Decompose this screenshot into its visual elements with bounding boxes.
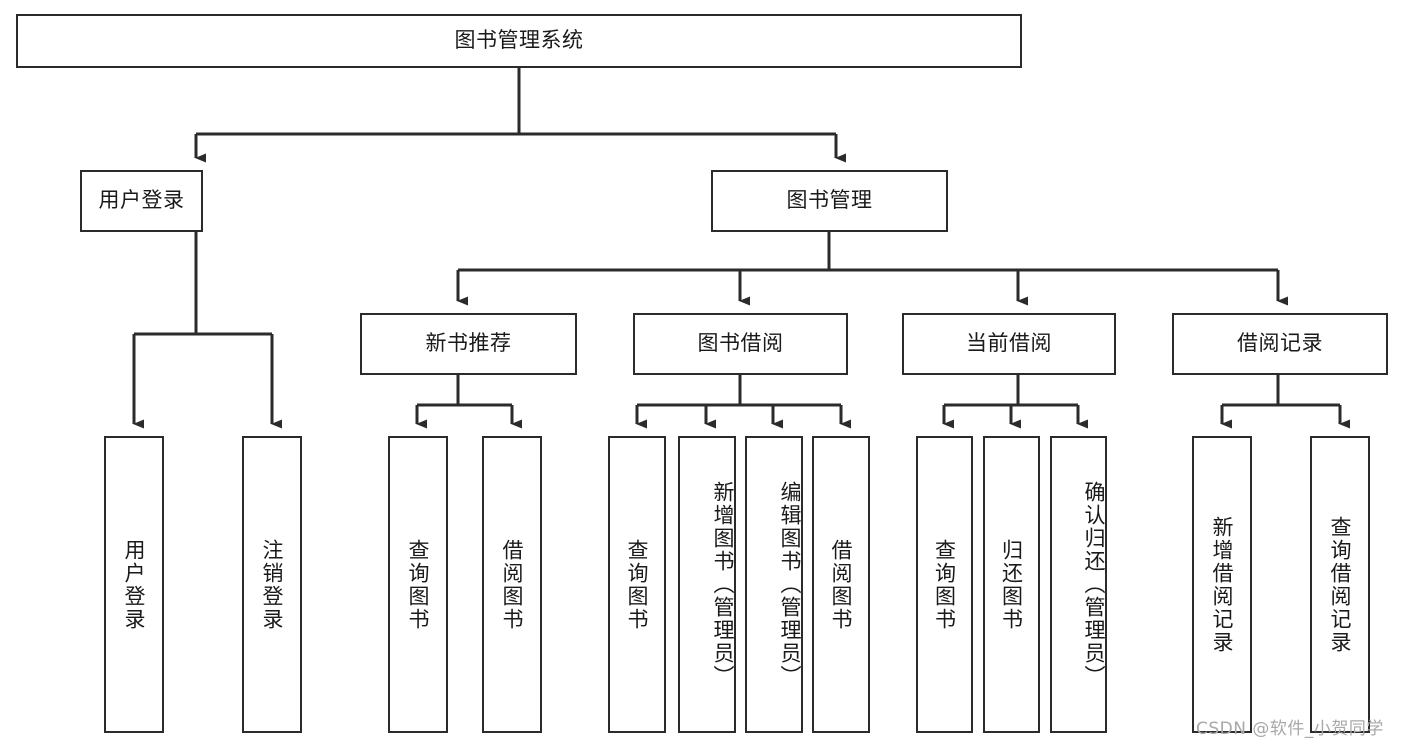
csdn-watermark: CSDN @软件_小贺同学 (1196, 719, 1384, 739)
leaf-user-login-logout[interactable]: 注销登录 (242, 436, 302, 733)
leaf-user-login-login[interactable]: 用户登录 (104, 436, 164, 733)
leaf-borrow-record-add[interactable]: 新增借阅记录 (1192, 436, 1252, 733)
leaf-label: 查询图书 (932, 538, 957, 631)
leaf-book-borrow-borrow[interactable]: 借阅图书 (812, 436, 870, 733)
leaf-book-borrow-edit[interactable]: 编辑图书（管理员） (745, 436, 803, 733)
leaf-label: 查询借阅记录 (1328, 515, 1353, 654)
leaf-label: 借阅图书 (500, 538, 525, 631)
leaf-current-borrow-return[interactable]: 归还图书 (983, 436, 1040, 733)
leaf-label: 归还图书 (999, 538, 1024, 631)
leaf-label: 确认归还（管理员） (1082, 481, 1106, 688)
leaf-label: 新增借阅记录 (1210, 515, 1235, 654)
leaf-current-borrow-confirm[interactable]: 确认归还（管理员） (1050, 436, 1107, 733)
node-root[interactable]: 图书管理系统 (16, 14, 1022, 68)
leaf-borrow-record-query[interactable]: 查询借阅记录 (1310, 436, 1370, 733)
leaf-book-borrow-add[interactable]: 新增图书（管理员） (678, 436, 736, 733)
leaf-label: 编辑图书（管理员） (778, 481, 802, 688)
node-current-borrow[interactable]: 当前借阅 (902, 313, 1116, 375)
leaf-label: 借阅图书 (829, 538, 854, 631)
leaf-label: 注销登录 (260, 538, 285, 631)
node-user-login[interactable]: 用户登录 (80, 170, 203, 232)
leaf-book-borrow-query[interactable]: 查询图书 (608, 436, 666, 733)
leaf-label: 查询图书 (625, 538, 650, 631)
node-book-borrow[interactable]: 图书借阅 (633, 313, 848, 375)
leaf-new-book-query[interactable]: 查询图书 (388, 436, 448, 733)
leaf-label: 查询图书 (406, 538, 431, 631)
node-book-management[interactable]: 图书管理 (711, 170, 948, 232)
leaf-current-borrow-query[interactable]: 查询图书 (916, 436, 973, 733)
node-borrow-record[interactable]: 借阅记录 (1172, 313, 1388, 375)
node-new-book-recommend[interactable]: 新书推荐 (360, 313, 577, 375)
leaf-new-book-borrow[interactable]: 借阅图书 (482, 436, 542, 733)
leaf-label: 用户登录 (122, 538, 147, 631)
leaf-label: 新增图书（管理员） (711, 481, 735, 688)
